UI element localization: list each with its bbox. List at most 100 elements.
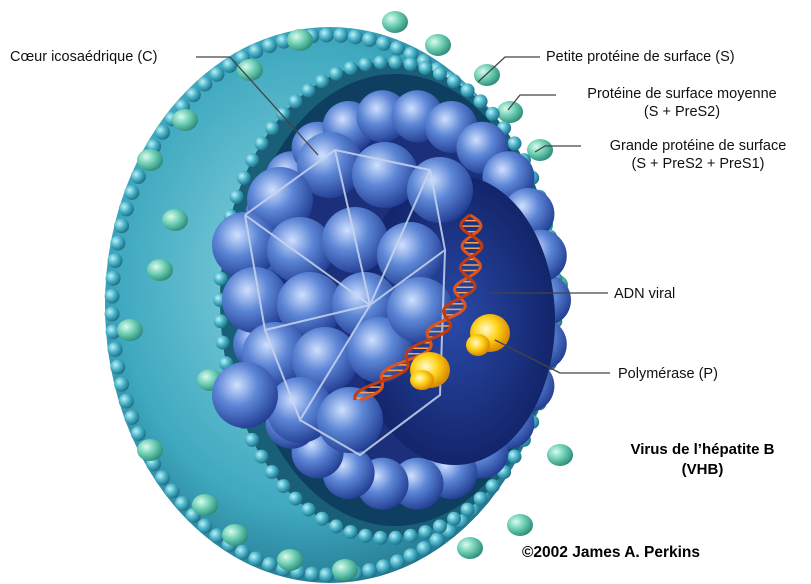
membrane-bead	[124, 185, 139, 200]
surface-protein	[192, 494, 218, 516]
membrane-bead	[108, 342, 123, 357]
membrane-bead	[197, 77, 212, 92]
surface-protein	[507, 514, 533, 536]
membrane-bead	[474, 94, 488, 108]
membrane-bead	[390, 554, 405, 569]
surface-protein	[162, 209, 188, 231]
membrane-bead	[319, 568, 334, 583]
membrane-bead	[216, 336, 230, 350]
membrane-bead	[301, 83, 315, 97]
membrane-bead	[433, 519, 447, 533]
membrane-bead	[186, 87, 201, 102]
membrane-bead	[248, 44, 263, 59]
membrane-bead	[403, 548, 418, 563]
membrane-bead	[237, 171, 251, 185]
surface-protein	[147, 259, 173, 281]
membrane-bead	[265, 465, 279, 479]
membrane-bead	[418, 61, 432, 75]
membrane-bead	[175, 496, 190, 511]
membrane-bead	[131, 426, 146, 441]
membrane-bead	[262, 557, 277, 572]
membrane-bead	[486, 107, 500, 121]
label-medium-surface-protein: Protéine de surface moyenne (S + PreS2)	[562, 85, 802, 121]
surface-protein	[497, 101, 523, 123]
membrane-bead	[404, 57, 418, 71]
membrane-bead	[276, 107, 290, 121]
label-large-surface-protein: Grande protéine de surface (S + PreS2 + …	[588, 137, 808, 173]
label-medium-line2: (S + PreS2)	[562, 103, 802, 121]
label-core: Cœur icosaédrique (C)	[10, 48, 157, 66]
membrane-bead	[301, 503, 315, 517]
membrane-bead	[230, 190, 244, 204]
membrane-bead	[248, 551, 263, 566]
membrane-bead	[108, 253, 123, 268]
membrane-bead	[305, 567, 320, 582]
copyright-credit: ©2002 James A. Perkins	[522, 544, 700, 562]
membrane-bead	[508, 450, 522, 464]
membrane-bead	[105, 306, 120, 321]
membrane-bead	[214, 314, 228, 328]
membrane-bead	[235, 545, 250, 560]
membrane-bead	[315, 512, 329, 526]
core-capsomer	[267, 217, 333, 283]
surface-protein	[222, 524, 248, 546]
membrane-bead	[265, 121, 279, 135]
membrane-bead	[262, 38, 277, 53]
label-polymerase: Polymérase (P)	[618, 365, 718, 383]
membrane-bead	[222, 58, 237, 73]
membrane-bead	[447, 74, 461, 88]
membrane-bead	[131, 169, 146, 184]
membrane-bead	[329, 67, 343, 81]
membrane-bead	[376, 36, 391, 51]
membrane-bead	[315, 74, 329, 88]
label-large-line2: (S + PreS2 + PreS1)	[588, 155, 808, 173]
label-medium-line1: Protéine de surface moyenne	[562, 85, 802, 103]
membrane-bead	[358, 529, 372, 543]
membrane-bead	[165, 484, 180, 499]
membrane-bead	[255, 450, 269, 464]
membrane-bead	[255, 136, 269, 150]
membrane-bead	[362, 32, 377, 47]
surface-protein	[137, 149, 163, 171]
membrane-bead	[209, 67, 224, 82]
core-capsomer	[317, 387, 383, 453]
membrane-bead	[114, 218, 129, 233]
surface-protein	[527, 139, 553, 161]
surface-protein	[277, 549, 303, 571]
membrane-bead	[389, 531, 403, 545]
title-line1: Virus de l’hépatite B	[600, 440, 805, 460]
membrane-bead	[461, 503, 475, 517]
label-small-surface-protein: Petite protéine de surface (S)	[546, 48, 735, 66]
membrane-bead	[329, 519, 343, 533]
membrane-bead	[486, 479, 500, 493]
membrane-bead	[214, 272, 228, 286]
membrane-bead	[344, 525, 358, 539]
membrane-bead	[114, 377, 129, 392]
label-viral-dna: ADN viral	[614, 285, 675, 303]
membrane-bead	[155, 125, 170, 140]
surface-protein	[457, 537, 483, 559]
membrane-bead	[362, 563, 377, 578]
membrane-bead	[376, 559, 391, 574]
core-capsomer	[212, 362, 278, 428]
membrane-bead	[245, 433, 259, 447]
membrane-bead	[288, 94, 302, 108]
diagram-title: Virus de l’hépatite B (VHB)	[600, 440, 805, 480]
surface-protein	[332, 559, 358, 581]
membrane-bead	[348, 29, 363, 44]
surface-protein	[172, 109, 198, 131]
membrane-bead	[433, 67, 447, 81]
membrane-bead	[417, 541, 432, 556]
membrane-bead	[197, 519, 212, 534]
membrane-bead	[110, 236, 125, 251]
membrane-bead	[110, 359, 125, 374]
membrane-bead	[119, 201, 134, 216]
label-large-line1: Grande protéine de surface	[588, 137, 808, 155]
membrane-bead	[474, 492, 488, 506]
membrane-bead	[119, 394, 134, 409]
membrane-bead	[245, 153, 259, 167]
membrane-bead	[374, 55, 388, 69]
membrane-bead	[155, 470, 170, 485]
membrane-bead	[404, 529, 418, 543]
membrane-bead	[288, 492, 302, 506]
